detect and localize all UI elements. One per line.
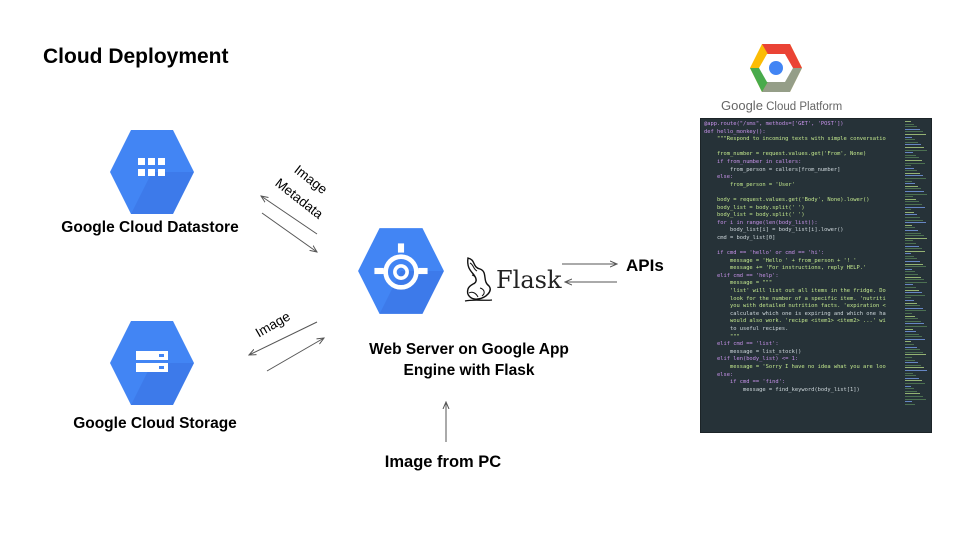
code-line: else: xyxy=(704,371,734,378)
code-line: message = 'Hello ' + from_person + '! ' xyxy=(704,257,857,264)
web-server-label-line1: Web Server on Google App xyxy=(369,341,569,358)
code-line: look for the number of a specific item. … xyxy=(704,295,886,302)
code-line: if from_number in callers: xyxy=(704,158,802,165)
image-from-pc-label: Image from PC xyxy=(384,453,502,471)
code-line: elif cmd == 'help': xyxy=(704,272,779,279)
code-minimap xyxy=(905,121,929,426)
code-line: body = request.values.get('Body', None).… xyxy=(704,196,870,203)
code-line xyxy=(704,243,904,251)
code-line xyxy=(704,189,904,197)
code-line: """Respond to incoming texts with simple… xyxy=(704,136,886,143)
storage-icon xyxy=(107,318,197,408)
code-line: elif len(body_list) <= 1: xyxy=(704,356,799,363)
arrow-from-datastore xyxy=(261,212,317,252)
code-line: calculate which one is expiring and whic… xyxy=(704,310,886,317)
code-line: elif cmd == 'list': xyxy=(704,341,779,348)
code-line: message += 'For instructions, reply HELP… xyxy=(704,265,867,272)
code-line: if cmd == 'hello' or cmd == 'hi': xyxy=(704,250,825,257)
datastore-icon xyxy=(107,127,197,217)
app-engine-icon xyxy=(355,225,447,317)
gcp-product: Cloud Platform xyxy=(766,101,843,113)
code-line: to useful recipes. xyxy=(704,326,789,333)
code-line: from_person = 'User' xyxy=(704,181,795,188)
code-line: body_list = body.split(' ') xyxy=(704,204,805,211)
code-line: would also work. 'recipe <item1> <item2>… xyxy=(704,318,886,325)
code-line: 'list' will list out all items in the fr… xyxy=(704,288,886,295)
web-server-label-line2: Engine with Flask xyxy=(403,362,535,379)
datastore-label: Google Cloud Datastore xyxy=(61,219,239,236)
code-line: else: xyxy=(704,174,734,181)
arrow-to-storage xyxy=(249,321,318,355)
page-title: Cloud Deployment xyxy=(43,45,229,68)
code-line: body_list[i] = body_list[i].lower() xyxy=(704,227,844,234)
code-line: from_number = request.values.get('From',… xyxy=(704,151,867,158)
code-line: message = """ xyxy=(704,280,773,287)
code-line: you with detailed nutrition facts. 'expi… xyxy=(704,303,886,310)
code-line: body_list = body.split(' ') xyxy=(704,212,805,219)
code-screenshot: @app.route("/sms", methods=['GET', 'POST… xyxy=(700,118,932,433)
gcp-logo-icon xyxy=(748,42,804,94)
code-line: message = 'Sorry I have no idea what you… xyxy=(704,364,886,370)
code-line: if cmd == 'find': xyxy=(704,379,786,386)
flask-logo-icon xyxy=(462,255,494,303)
code-line: def hello_monkey(): xyxy=(704,128,766,135)
code-line: from_person = callers[from_number] xyxy=(704,166,841,173)
gcp-wordmark: Google Cloud Platform xyxy=(721,98,842,113)
code-lines: @app.route("/sms", methods=['GET', 'POST… xyxy=(704,121,904,394)
gcp-brand: Google xyxy=(721,98,763,113)
code-line: message = list_stock() xyxy=(704,348,802,355)
storage-label: Google Cloud Storage xyxy=(73,415,237,432)
code-line: message = find_keyword(body_list[1]) xyxy=(704,386,860,393)
arrow-to-datastore xyxy=(261,196,318,235)
arrow-from-storage xyxy=(266,338,324,372)
code-line: for i in range(len(body_list)): xyxy=(704,219,818,226)
flask-wordmark: Flask xyxy=(496,266,562,294)
web-server-label: Web Server on Google App Engine with Fla… xyxy=(347,339,591,381)
apis-label: APIs xyxy=(626,256,664,275)
code-line: """ xyxy=(704,333,740,340)
code-line: cmd = body_list[0] xyxy=(704,234,776,241)
code-line: @app.route("/sms", methods=['GET', 'POST… xyxy=(704,121,844,127)
code-line xyxy=(704,144,904,152)
